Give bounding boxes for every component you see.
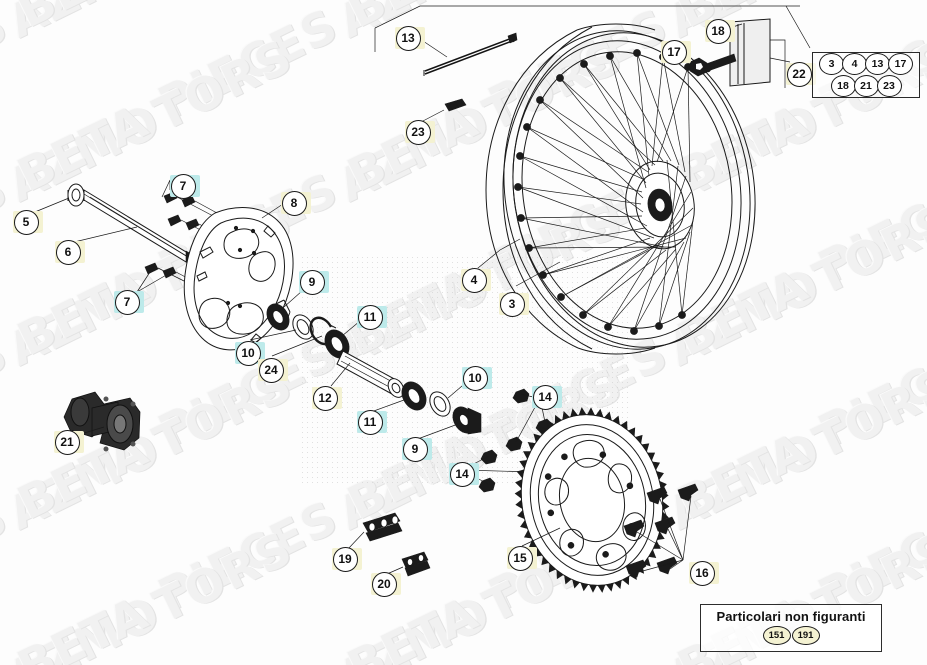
- part-17-nut: [689, 57, 708, 77]
- part-21-hub: [63, 391, 141, 452]
- callout-number: 6: [55, 239, 81, 265]
- callout-number: 7: [170, 173, 196, 199]
- callout-number: 8: [281, 190, 307, 216]
- callout-number: 9: [299, 269, 325, 295]
- callout-9-bearing-lower[interactable]: 9: [400, 436, 432, 462]
- callout-number: 13: [395, 25, 421, 51]
- callout-5-axle-nut[interactable]: 5: [11, 209, 43, 235]
- legend-item-151[interactable]: 151: [762, 626, 791, 645]
- part-18-tube: [704, 18, 771, 87]
- callout-number: 14: [449, 461, 475, 487]
- part-16-bolts: [623, 483, 699, 578]
- part-8-brake-disc: [183, 207, 294, 351]
- callout-number: 24: [258, 357, 284, 383]
- legend-title: Particolari non figuranti: [716, 609, 866, 624]
- callout-10-seal-right[interactable]: 10: [460, 365, 492, 391]
- callout-8-brake-disc[interactable]: 8: [279, 190, 311, 216]
- callout-7-disc-bolt-upper[interactable]: 7: [168, 173, 200, 199]
- callout-12-hub-spacer-tube[interactable]: 12: [310, 385, 342, 411]
- part-13-rod: [423, 32, 518, 76]
- callout-20-master-link[interactable]: 20: [369, 571, 401, 597]
- callout-number: 4: [461, 267, 487, 293]
- callout-11-spacer-collar-lower[interactable]: 11: [355, 409, 387, 435]
- callout-number: 5: [13, 209, 39, 235]
- callout-number: 17: [661, 39, 687, 65]
- callout-14-sprocket-nut-lower[interactable]: 14: [447, 461, 479, 487]
- callout-number: 12: [312, 385, 338, 411]
- kit-item-23[interactable]: 23: [876, 75, 902, 97]
- callout-number: 15: [507, 545, 533, 571]
- part-5-axlenut: [67, 183, 85, 207]
- callout-6-axle[interactable]: 6: [53, 239, 85, 265]
- callout-number: 10: [235, 340, 261, 366]
- callout-number: 9: [402, 436, 428, 462]
- callout-11-spacer-collar-upper[interactable]: 11: [355, 304, 387, 330]
- callout-22-complete-wheel-kit[interactable]: 22: [784, 61, 816, 87]
- kit-item-3[interactable]: 3: [819, 53, 844, 75]
- legend-item-191[interactable]: 191: [791, 626, 820, 645]
- callout-23-rim-lock[interactable]: 23: [403, 119, 435, 145]
- callout-number: 23: [405, 119, 431, 145]
- part-3-rim-wheel: [503, 30, 756, 350]
- kit-item-18[interactable]: 18: [830, 75, 856, 97]
- callout-number: 20: [371, 571, 397, 597]
- part-19-chain-link: [362, 512, 403, 542]
- callout-17-valve-nut[interactable]: 17: [659, 39, 691, 65]
- kit-item-13[interactable]: 13: [865, 53, 890, 75]
- callout-14-sprocket-nut-upper[interactable]: 14: [530, 384, 562, 410]
- callout-number: 11: [357, 304, 383, 330]
- part-20-master-link: [401, 551, 431, 577]
- callout-24-circlip[interactable]: 24: [256, 357, 288, 383]
- callout-number: 14: [532, 384, 558, 410]
- part-12-spacer-tube: [336, 350, 405, 398]
- callout-number: 10: [462, 365, 488, 391]
- callout-number: 11: [357, 409, 383, 435]
- callout-15-rear-sprocket[interactable]: 15: [505, 545, 537, 571]
- callout-4-tire[interactable]: 4: [459, 267, 491, 293]
- callout-number: 7: [114, 289, 140, 315]
- callout-13-valve-stem-rod[interactable]: 13: [393, 25, 425, 51]
- callout-9-bearing-upper[interactable]: 9: [297, 269, 329, 295]
- kit-item-17[interactable]: 17: [888, 53, 913, 75]
- callout-number: 18: [705, 18, 731, 44]
- callout-number: 16: [689, 560, 715, 586]
- callout-number: 22: [786, 61, 812, 87]
- callout-16-sprocket-bolt[interactable]: 16: [687, 560, 719, 586]
- part-23-rimlock: [444, 98, 467, 112]
- callout-7-disc-bolt-lower[interactable]: 7: [112, 289, 144, 315]
- callout-number: 19: [332, 546, 358, 572]
- callout-number: 21: [54, 429, 80, 455]
- parts-9-10-24-bearings-upper: [266, 299, 350, 359]
- kit-item-21[interactable]: 21: [853, 75, 879, 97]
- callout-number: 3: [499, 291, 525, 317]
- kit-item-4[interactable]: 4: [842, 53, 867, 75]
- callout-10-seal-left[interactable]: 10: [233, 340, 265, 366]
- callout-18-inner-tube[interactable]: 18: [703, 18, 735, 44]
- callout-21-wheel-hub[interactable]: 21: [52, 429, 84, 455]
- callout-19-chain-link[interactable]: 19: [330, 546, 362, 572]
- callout-3-rim[interactable]: 3: [497, 291, 529, 317]
